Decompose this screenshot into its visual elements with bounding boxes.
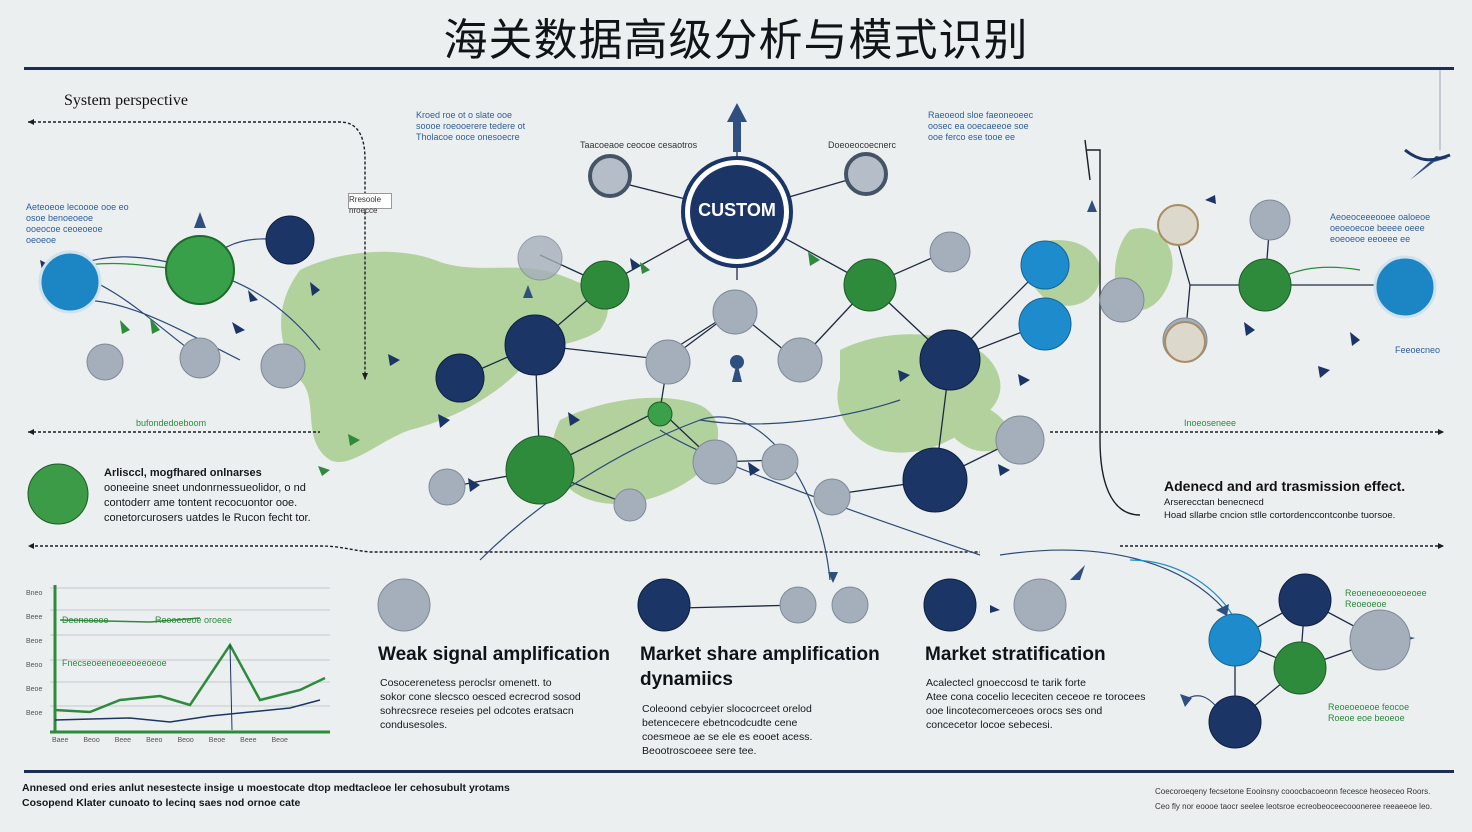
annotation-right-bottom: Reoeneoeooeoeoee Reoeoeoe bbox=[1345, 588, 1427, 609]
chart-label-1: Deeneoeoe bbox=[62, 615, 109, 625]
annotation-box: Rresoole nroecce bbox=[348, 193, 392, 215]
dart-icons bbox=[40, 195, 1360, 613]
navy-nodes bbox=[265, 215, 1332, 749]
chart-x-axis: Baee Beoo Beee Beeo Beoo Beoe Beee Beoe bbox=[52, 737, 288, 744]
weak-signal-heading: Weak signal amplification bbox=[378, 644, 610, 665]
annotation-left-line: bufondedoeboom bbox=[136, 418, 207, 428]
annotation-right-far: Feeoecneo bbox=[1395, 345, 1441, 355]
annotation-top-mid: Kroed roe ot o slate ooe soooe roeooerer… bbox=[416, 110, 526, 142]
footer-left: Annesed ond eries anlut nesestecte insig… bbox=[22, 782, 510, 809]
footer-right: Coecoroeqeny fecsetone Eooinsny cooocbac… bbox=[1155, 787, 1433, 811]
mini-chart bbox=[50, 585, 330, 734]
central-node bbox=[681, 156, 793, 268]
annotation-right-line: Inoeoseneee bbox=[1184, 418, 1237, 428]
green-nodes bbox=[27, 235, 1327, 695]
market-share-heading: Market share amplification dynamiics bbox=[640, 644, 880, 690]
market-strat-text: Acalectecl gnoeccosd te tarik forte Atee… bbox=[926, 677, 1146, 731]
transmission-text: Arserecctan benecnecd Hoad sllarbe cncio… bbox=[1164, 497, 1396, 521]
blue-flows bbox=[1129, 559, 1236, 621]
grey-nodes bbox=[86, 152, 1411, 671]
transmission-title: Adenecd and ard trasmission effect. bbox=[1164, 478, 1406, 494]
footer-rule bbox=[24, 770, 1454, 773]
annotation-top-right-small: Doeoeocoecnerc bbox=[828, 140, 897, 150]
center-node-label: CUSTOM bbox=[698, 200, 776, 220]
guide-lines bbox=[28, 121, 1444, 553]
system-perspective-label: System perspective bbox=[64, 92, 188, 109]
green-dart-icons bbox=[120, 252, 820, 476]
mid-left-text: Arlisccl, mogfhared onlnarses ooneeine s… bbox=[104, 467, 311, 524]
weak-signal-text: Cosocerenetess peroclsr omenett. to soko… bbox=[380, 677, 581, 731]
page-title: 海关数据高级分析与模式识别 bbox=[443, 15, 1029, 66]
map-land bbox=[281, 228, 1173, 504]
guide-arrowheads bbox=[28, 119, 1444, 549]
market-share-text: Coleoond cebyier slococrceet orelod bete… bbox=[642, 703, 813, 757]
chart-y-axis: Bneo Beee Beoe Beoo Beoe Beoe bbox=[26, 590, 43, 717]
blue-nodes bbox=[38, 240, 1437, 667]
annotation-top-right: Raeoeod sloe faeoneoeec oosec ea ooecaee… bbox=[928, 110, 1034, 142]
chart-label-3: Fnecseoeeneoeeoeeoeoe bbox=[62, 658, 167, 668]
title-divider bbox=[24, 67, 1454, 70]
chart-label-2: Reooeoeoe oroeee bbox=[155, 615, 233, 625]
annotation-right-bottom-2: Reoeoeoeoe feocoe Roeoe eoe beoeoe bbox=[1328, 702, 1410, 723]
market-strat-heading: Market stratification bbox=[925, 644, 1106, 665]
annotation-top-mid-small: Taacoeaoe ceocoe cesaotros bbox=[580, 140, 698, 150]
annotation-right-top: Aeoeoceeeooee oaloeoe oeoeoecoe beeee oe… bbox=[1330, 212, 1431, 244]
annotation-left-top: Aeteoeoe lecoooe ooe eo osoe benoeoeoe o… bbox=[26, 202, 129, 245]
